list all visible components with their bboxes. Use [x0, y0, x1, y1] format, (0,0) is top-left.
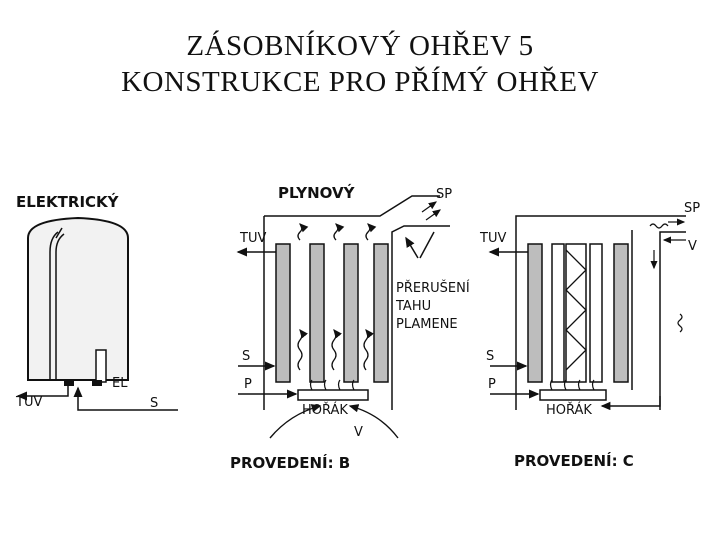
electric-tank: [27, 216, 129, 381]
title-line-2: KONSTRUKCE PRO PŘÍMÝ OHŘEV: [121, 66, 599, 98]
gas-c-s-label: S: [486, 349, 494, 364]
gas-b-heading: PLYNOVÝ: [278, 183, 356, 202]
tank-wall-left: [527, 243, 543, 383]
gas-b-v-label: V: [354, 425, 363, 440]
electric-tuv-label: TUV: [15, 395, 42, 410]
gas-b-p-label: P: [244, 377, 252, 392]
s-inlet-arrow: [73, 386, 178, 411]
gas-b-caption: PROVEDENÍ: B: [230, 453, 350, 472]
gas-c-burner-label: HOŘÁK: [546, 402, 592, 418]
gas-b-tuv-label: TUV: [239, 231, 266, 246]
flue-plate: [343, 243, 359, 383]
gas-b-note-line-3: PLAMENE: [396, 317, 458, 332]
electric-el-label: EL: [112, 376, 128, 391]
electric-s-label: S: [150, 396, 158, 411]
tuv-outlet-arrow: [16, 386, 69, 401]
burner: [539, 389, 607, 401]
tank-wall-right: [613, 243, 629, 383]
gas-c-caption: PROVEDENÍ: C: [514, 451, 634, 470]
tank-wall-right: [373, 243, 389, 383]
gas-c-tuv-label: TUV: [479, 231, 506, 246]
title-line-1: ZÁSOBNÍKOVÝ OHŘEV 5: [186, 30, 534, 62]
burner: [297, 389, 369, 401]
electric-heading: ELEKTRICKÝ: [16, 192, 120, 211]
tank-wall-left: [275, 243, 291, 383]
gas-b-sp-label: SP: [436, 187, 452, 202]
flue-plate: [309, 243, 325, 383]
gas-heater-b: PLYNOVÝ SP HOŘÁK TUV S P: [230, 183, 470, 472]
gas-c-v-label: V: [688, 239, 697, 254]
gas-b-s-label: S: [242, 349, 250, 364]
gas-b-note-line-1: PŘERUŠENÍ: [396, 280, 470, 296]
gas-c-p-label: P: [488, 377, 496, 392]
heat-exchanger: [565, 243, 587, 383]
heating-element-el: [95, 349, 107, 383]
gas-b-note-line-2: TAHU: [395, 299, 431, 314]
gas-c-sp-label: SP: [684, 201, 700, 216]
electric-heater: ELEKTRICKÝ TUV EL S: [15, 192, 178, 411]
gas-heater-c: SP V HOŘÁK TUV S P PROVEDENÍ: C: [479, 201, 700, 470]
